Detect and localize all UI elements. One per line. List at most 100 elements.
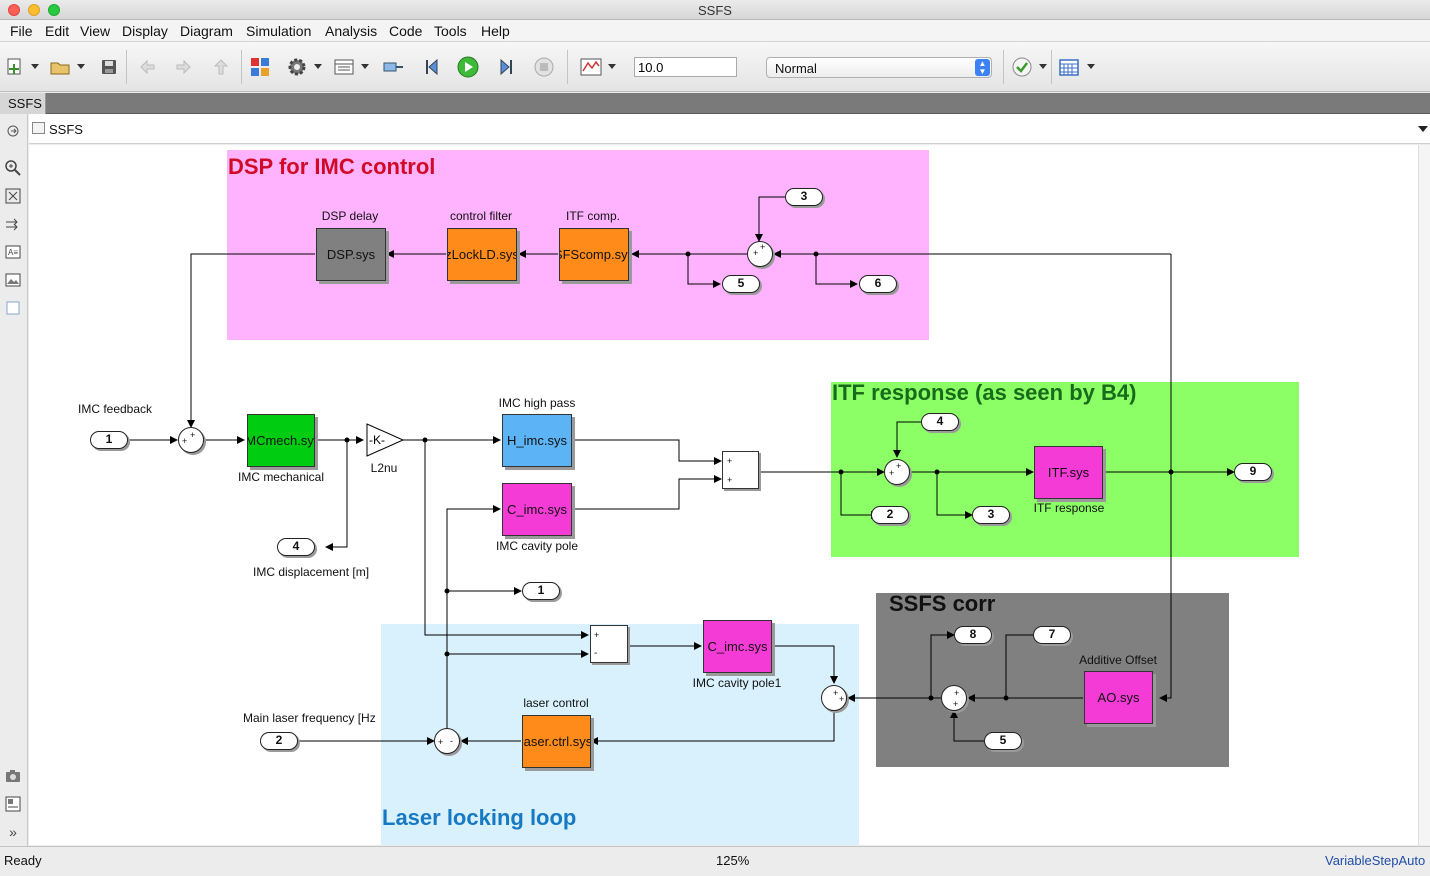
branch-point bbox=[685, 251, 691, 257]
check-icon[interactable] bbox=[1009, 54, 1035, 80]
arrow-icon[interactable] bbox=[5, 216, 21, 232]
annotation-icon[interactable]: A≡ bbox=[5, 244, 21, 260]
block-dsp-delay[interactable]: DSP.sys bbox=[316, 228, 386, 281]
sum-block[interactable]: ++ bbox=[884, 459, 910, 485]
grid-dropdown-icon[interactable] bbox=[1087, 64, 1095, 69]
gear-icon[interactable] bbox=[284, 54, 310, 80]
zoom-icon[interactable] bbox=[5, 160, 21, 176]
stop-button[interactable] bbox=[531, 54, 557, 80]
inport-5[interactable]: 5 bbox=[984, 732, 1022, 750]
outport-9[interactable]: 9 bbox=[1234, 463, 1272, 481]
simulation-mode-select[interactable]: Normal ▲▼ bbox=[766, 57, 992, 78]
menu-edit[interactable]: Edit bbox=[45, 23, 70, 39]
inport-label-main-laser: Main laser frequency [Hz bbox=[243, 711, 376, 725]
model-canvas[interactable]: DSP for IMC control ITF response (as see… bbox=[29, 145, 1418, 845]
signal-line bbox=[325, 440, 348, 551]
run-button[interactable] bbox=[455, 54, 481, 80]
check-dropdown-icon[interactable] bbox=[1039, 64, 1047, 69]
image-icon[interactable] bbox=[5, 272, 21, 288]
menu-view[interactable]: View bbox=[80, 23, 111, 39]
block-control-filter[interactable]: zLockLD.sys bbox=[447, 228, 517, 281]
new-dropdown-icon[interactable] bbox=[31, 64, 39, 69]
vertical-scrollbar[interactable] bbox=[1418, 145, 1430, 845]
branch-point bbox=[344, 437, 350, 443]
outport-2[interactable]: 2 bbox=[871, 506, 909, 524]
sum-rect-block[interactable]: + - bbox=[590, 625, 628, 663]
tab-strip: SSFS bbox=[0, 93, 1430, 114]
step-forward-icon[interactable] bbox=[493, 54, 519, 80]
outport-7[interactable]: 7 bbox=[1033, 626, 1071, 644]
new-model-icon[interactable] bbox=[2, 54, 28, 80]
area-icon[interactable] bbox=[5, 300, 21, 316]
outport-4[interactable]: 4 bbox=[277, 538, 315, 556]
block-imc-cavity-pole1[interactable]: C_imc.sys bbox=[703, 620, 772, 673]
scope-icon[interactable] bbox=[578, 54, 604, 80]
minimize-window-button[interactable] bbox=[28, 4, 40, 16]
save-icon[interactable] bbox=[96, 54, 122, 80]
tab-ssfs[interactable]: SSFS bbox=[0, 93, 46, 114]
menu-tools[interactable]: Tools bbox=[434, 23, 467, 39]
forward-arrow-icon[interactable] bbox=[171, 54, 197, 80]
sum-block[interactable]: ++ bbox=[747, 241, 773, 267]
block-imc-cavity-pole[interactable]: C_imc.sys bbox=[502, 483, 572, 536]
inport-4[interactable]: 4 bbox=[921, 413, 959, 431]
explorer-dropdown-icon[interactable] bbox=[361, 64, 369, 69]
menu-display[interactable]: Display bbox=[122, 23, 168, 39]
sum-block[interactable]: ++ bbox=[941, 685, 967, 711]
scope-dropdown-icon[interactable] bbox=[608, 64, 616, 69]
menu-analysis[interactable]: Analysis bbox=[325, 23, 378, 39]
outport-5[interactable]: 5 bbox=[722, 275, 760, 293]
menu-code[interactable]: Code bbox=[389, 23, 423, 39]
inport-3[interactable]: 3 bbox=[785, 188, 823, 206]
toolbar-separator bbox=[567, 50, 568, 84]
inport-2[interactable]: 2 bbox=[260, 732, 298, 750]
sum-rect-block[interactable]: + + bbox=[722, 451, 759, 489]
sum-block[interactable]: ++ bbox=[178, 427, 204, 453]
outport-6[interactable]: 6 bbox=[859, 275, 897, 293]
block-additive-offset[interactable]: AO.sys bbox=[1084, 671, 1153, 724]
menu-simulation[interactable]: Simulation bbox=[246, 23, 312, 39]
outport-8[interactable]: 8 bbox=[954, 626, 992, 644]
settings-dropdown-icon[interactable] bbox=[314, 64, 322, 69]
zoom-window-button[interactable] bbox=[48, 4, 60, 16]
model-explorer-icon[interactable] bbox=[331, 54, 357, 80]
open-dropdown-icon[interactable] bbox=[77, 64, 85, 69]
gain-block[interactable]: -K- bbox=[364, 421, 406, 459]
window-title: SSFS bbox=[698, 3, 732, 18]
solver-link[interactable]: VariableStepAuto bbox=[1325, 853, 1426, 868]
breadcrumb-dropdown-icon[interactable] bbox=[1418, 126, 1428, 132]
block-itf-comp[interactable]: SFScomp.sys bbox=[559, 228, 629, 281]
library-browser-icon[interactable] bbox=[247, 54, 273, 80]
menu-help[interactable]: Help bbox=[481, 23, 510, 39]
signal-line bbox=[590, 711, 835, 745]
step-back-icon[interactable] bbox=[419, 54, 445, 80]
hide-explorer-icon[interactable] bbox=[5, 124, 21, 140]
block-imc-high-pass[interactable]: H_imc.sys bbox=[502, 414, 572, 467]
menu-file[interactable]: File bbox=[10, 23, 33, 39]
fit-view-icon[interactable] bbox=[5, 188, 21, 204]
menu-diagram[interactable]: Diagram bbox=[180, 23, 233, 39]
sum-block[interactable]: +- bbox=[434, 728, 460, 754]
breadcrumb-model[interactable]: SSFS bbox=[49, 122, 83, 137]
outport-3[interactable]: 3 bbox=[972, 506, 1010, 524]
update-diagram-icon[interactable] bbox=[380, 54, 406, 80]
outport-1[interactable]: 1 bbox=[522, 582, 560, 600]
stop-time-input[interactable] bbox=[634, 57, 737, 77]
sum-block[interactable]: ++ bbox=[821, 685, 847, 711]
block-itf-response[interactable]: ITF.sys bbox=[1034, 446, 1103, 499]
back-arrow-icon[interactable] bbox=[134, 54, 160, 80]
signal-line bbox=[840, 472, 879, 519]
signal-line bbox=[930, 631, 955, 698]
double-chevron-right-icon[interactable]: » bbox=[9, 824, 17, 840]
signal-line bbox=[936, 472, 973, 519]
inport-1[interactable]: 1 bbox=[90, 431, 128, 449]
close-window-button[interactable] bbox=[8, 4, 20, 16]
up-arrow-icon[interactable] bbox=[208, 54, 234, 80]
model-grid-icon[interactable] bbox=[1056, 54, 1082, 80]
block-laser-control[interactable]: laser.ctrl.sys bbox=[522, 715, 591, 768]
open-folder-icon[interactable] bbox=[47, 54, 73, 80]
property-inspector-icon[interactable] bbox=[5, 796, 21, 812]
camera-icon[interactable] bbox=[5, 768, 21, 784]
area-ssfs-corr[interactable]: SSFS corr bbox=[876, 591, 1229, 767]
